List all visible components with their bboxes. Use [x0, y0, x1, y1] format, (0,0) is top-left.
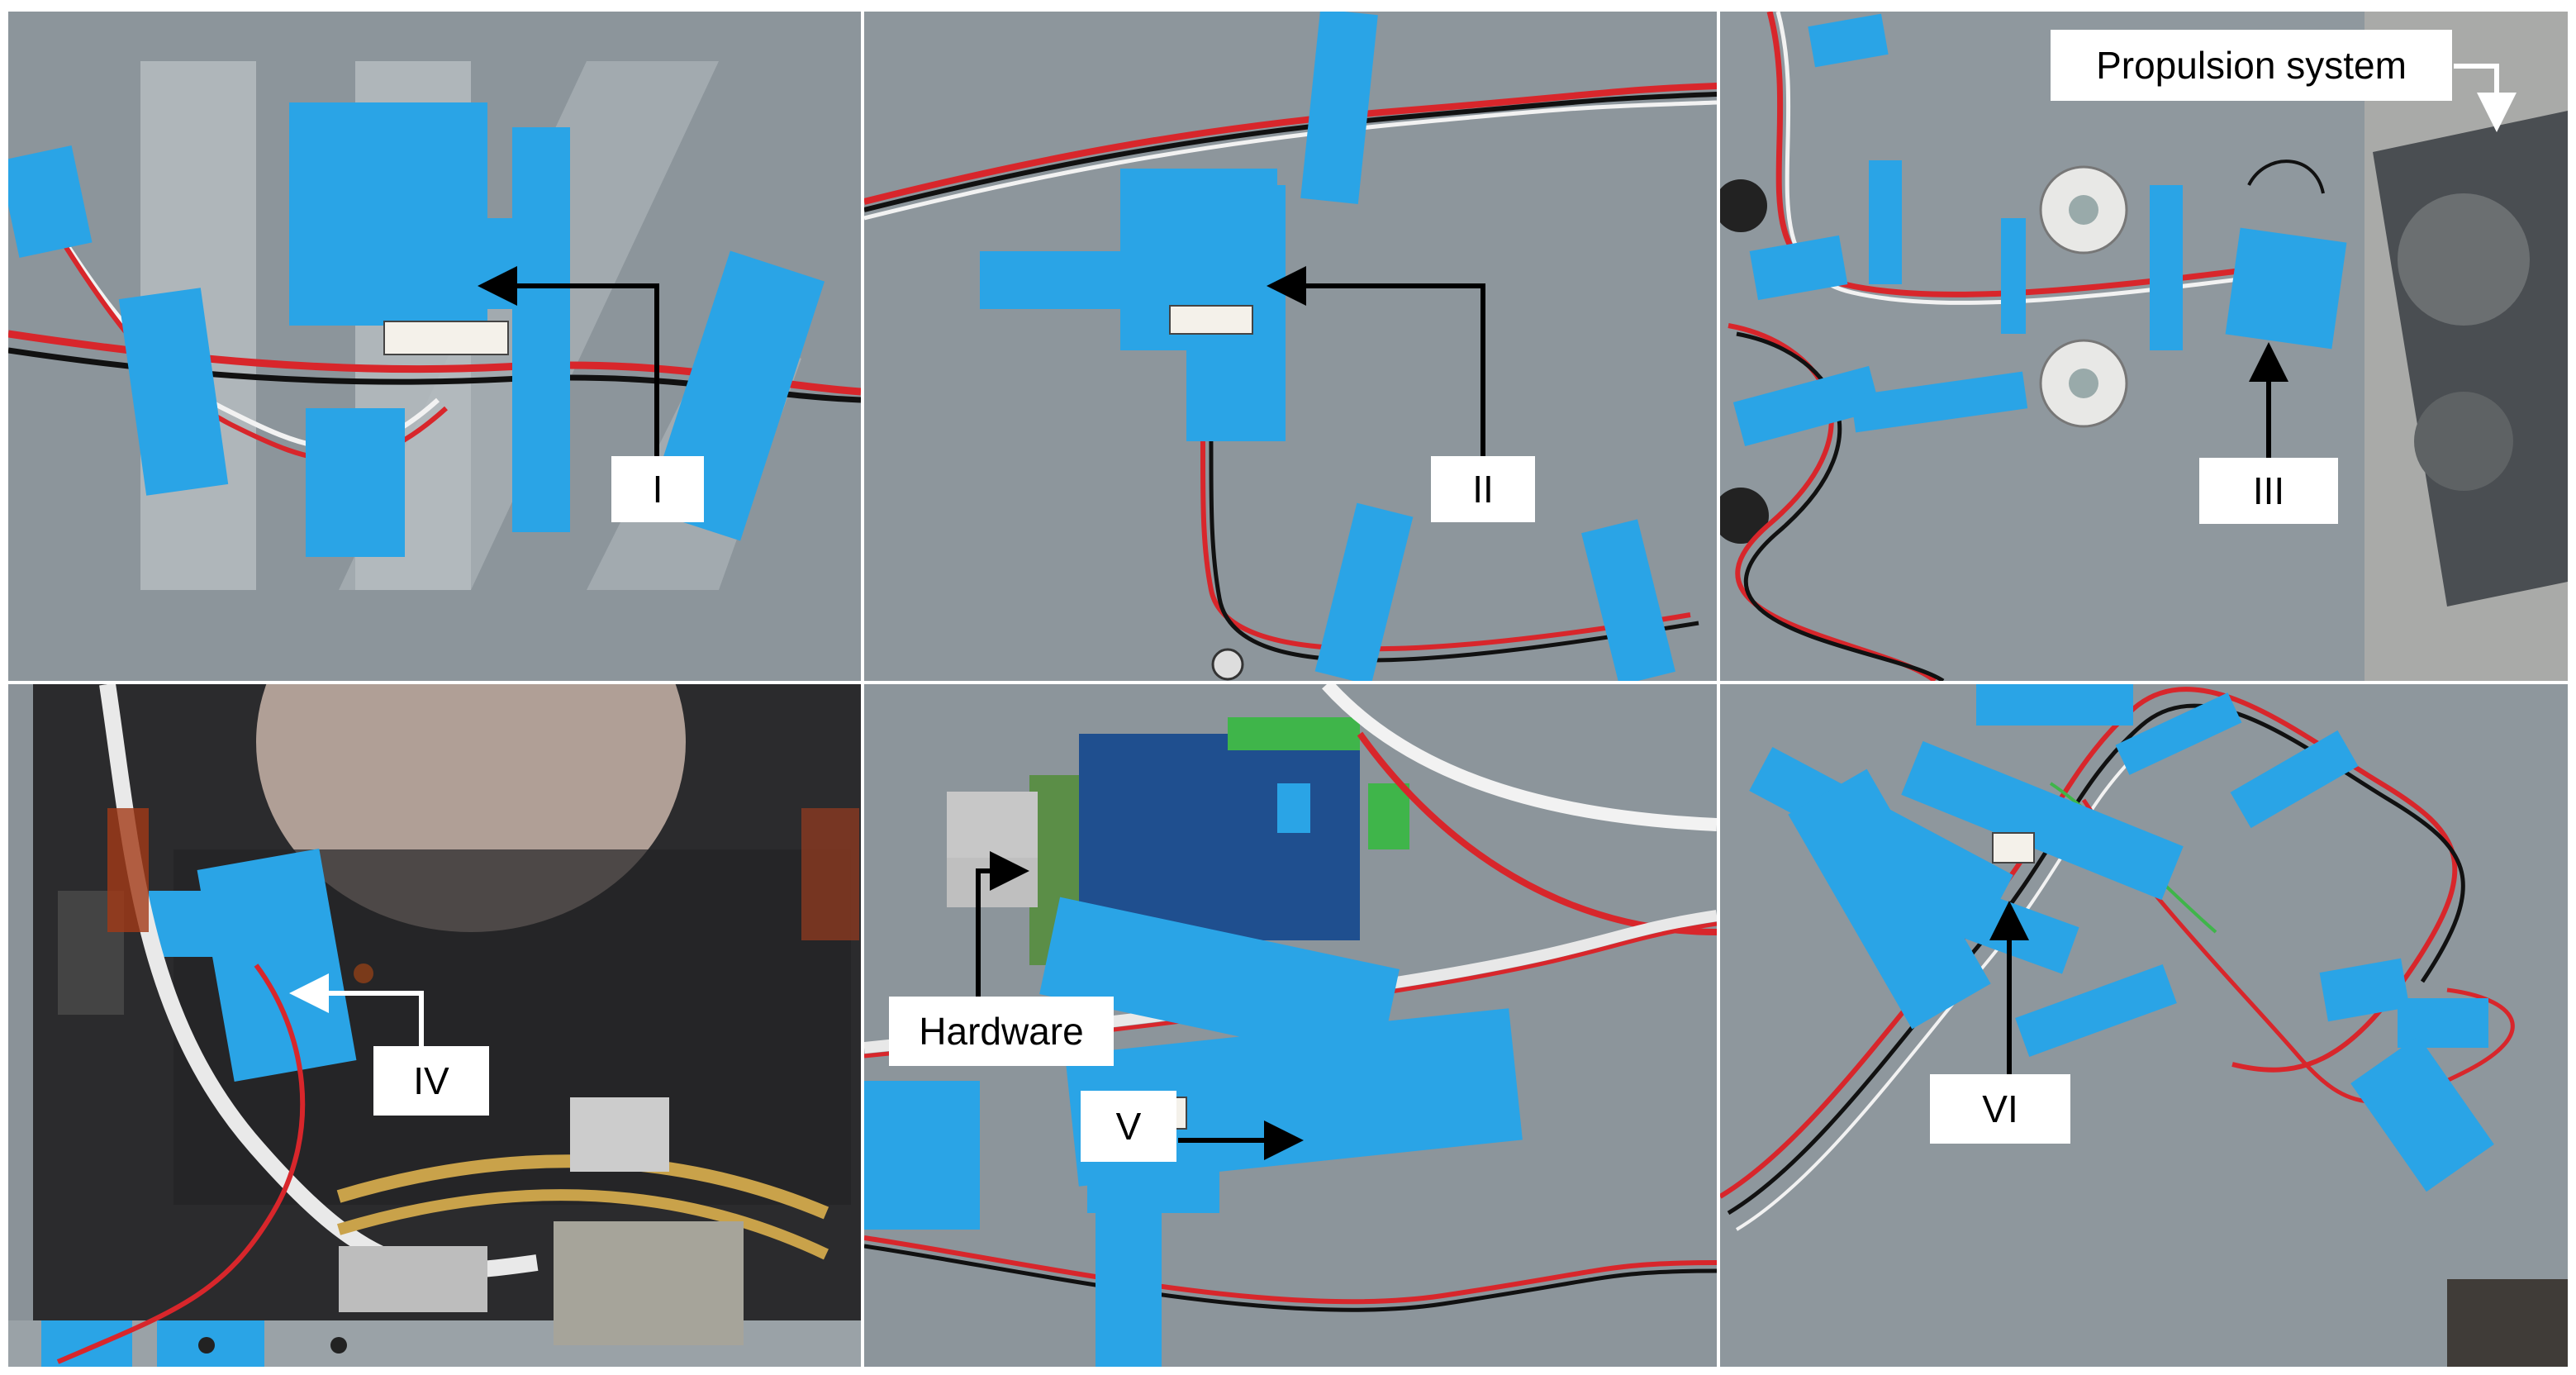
- label-v: V: [1081, 1091, 1176, 1162]
- photo-panel-i: [8, 12, 861, 681]
- photo-panel-iv: [8, 684, 861, 1367]
- panel-iv-photo: [8, 684, 861, 1367]
- panel-i-photo: [8, 12, 861, 681]
- label-ii: II: [1431, 456, 1535, 522]
- panel-iii-photo: [1720, 12, 2568, 681]
- photo-panel-iii: [1720, 12, 2568, 681]
- label-iv: IV: [373, 1046, 489, 1116]
- label-hardware: Hardware: [889, 997, 1114, 1066]
- label-i: I: [611, 456, 704, 522]
- photo-panel-ii: [864, 12, 1717, 681]
- photo-panel-vi: [1720, 684, 2568, 1367]
- label-propulsion-system: Propulsion system: [2051, 30, 2452, 101]
- photo-panel-v: [864, 684, 1717, 1367]
- panel-ii-photo: [864, 12, 1717, 681]
- label-vi: VI: [1930, 1074, 2070, 1144]
- panel-vi-photo: [1720, 684, 2568, 1367]
- label-iii: III: [2199, 458, 2338, 524]
